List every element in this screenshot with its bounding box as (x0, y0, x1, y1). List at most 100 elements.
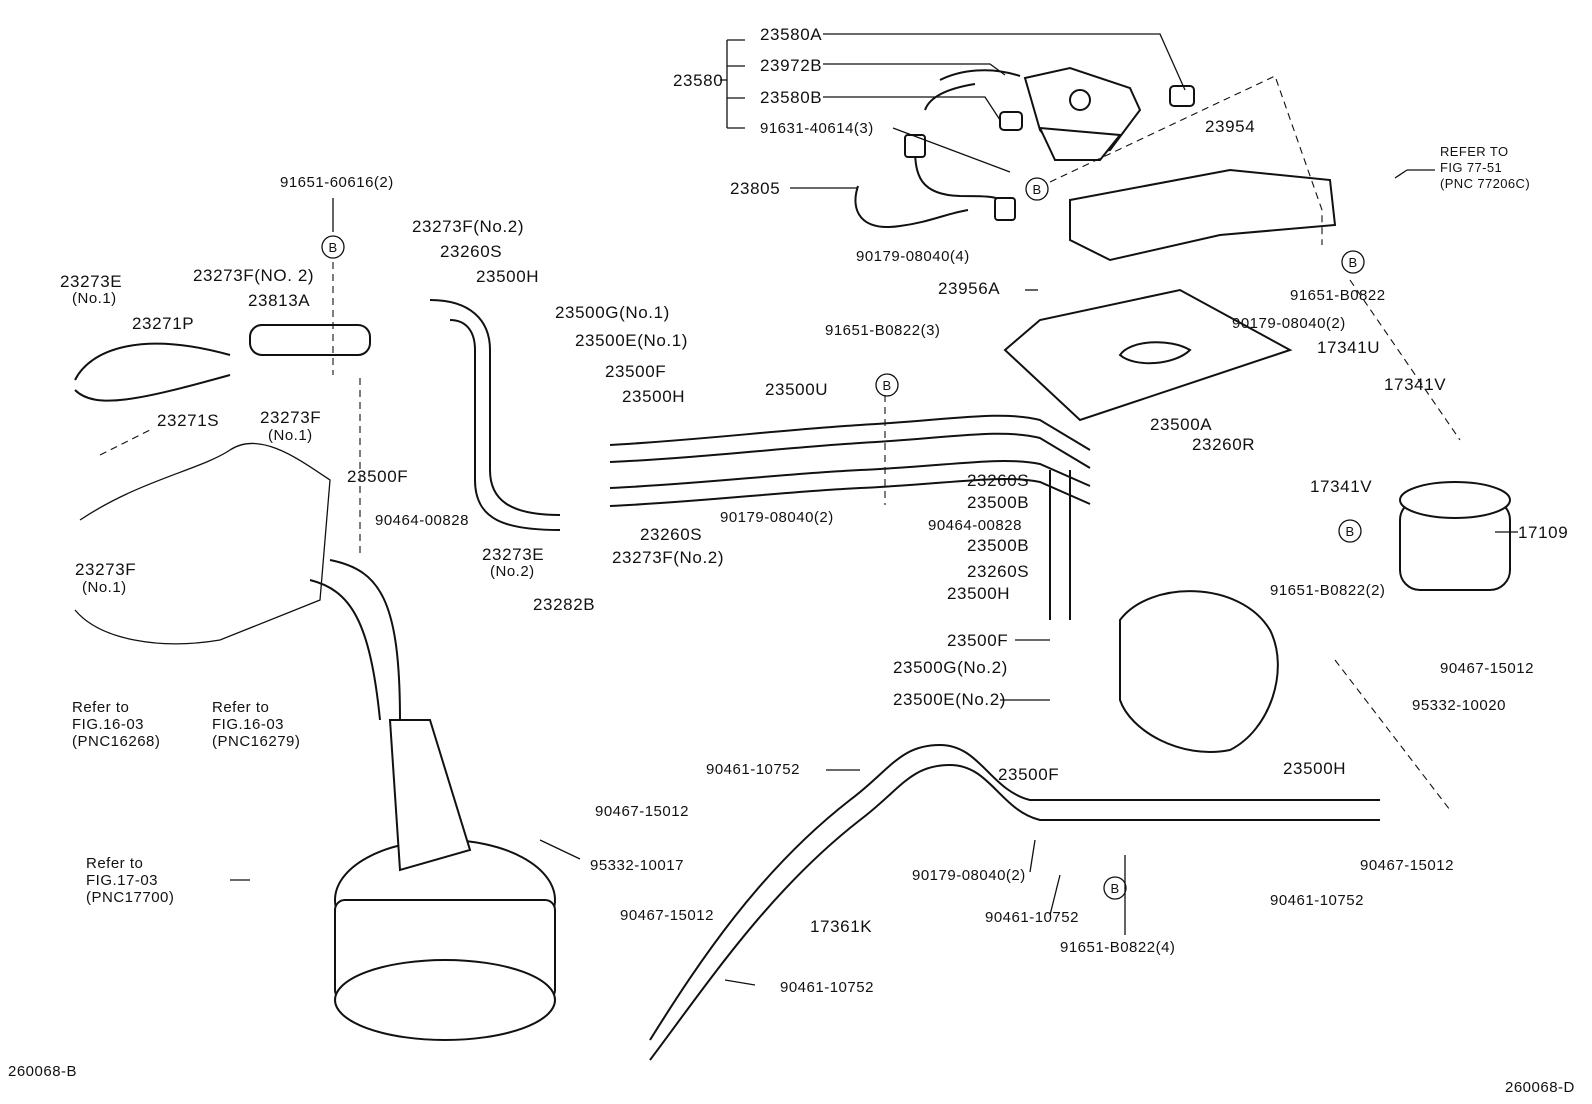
callout: 23273F(No.2) (412, 217, 524, 236)
footer-code-left: 260068-B (8, 1063, 77, 1080)
callout: 23500H (947, 584, 1010, 603)
callout: 90179-08040(2) (720, 509, 834, 526)
marker-b-1: B (1025, 177, 1049, 201)
callout: 17109 (1518, 523, 1568, 542)
callout: 90467-15012 (595, 803, 689, 820)
callout: 91651-B0822(2) (1270, 582, 1385, 599)
svg-text:B: B (1032, 182, 1041, 197)
callout: 23500H (476, 267, 539, 286)
callout: 23260R (1192, 435, 1255, 454)
ref-fig-77-51: REFER TO FIG 77-51 (PNC 77206C) (1440, 144, 1530, 191)
callout: 23500F (605, 362, 666, 381)
svg-text:FIG.17-03: FIG.17-03 (86, 872, 158, 889)
diagram-artwork (74, 66, 1511, 1061)
callout: 23260S (967, 471, 1029, 490)
ref-fig-17-03: Refer to FIG.17-03 (PNC17700) (86, 855, 174, 906)
callout: 23260S (640, 525, 702, 544)
callout: 90464-00828 (375, 512, 469, 529)
b-markers: B B B B B B (321, 177, 1365, 900)
callout: 23500F (947, 631, 1008, 650)
svg-text:FIG 77-51: FIG 77-51 (1440, 160, 1502, 175)
svg-text:Refer to: Refer to (72, 699, 129, 716)
marker-b-2: B (321, 235, 345, 259)
callout: 23500A (1150, 415, 1212, 434)
callout: 90461-10752 (985, 909, 1079, 926)
reference-notes: REFER TO FIG 77-51 (PNC 77206C) Refer to… (72, 144, 1530, 906)
callout: 23500B (967, 493, 1029, 512)
svg-text:Refer to: Refer to (212, 699, 269, 716)
callout: 23271P (132, 314, 194, 333)
svg-text:B: B (1348, 255, 1357, 270)
svg-text:B: B (328, 240, 337, 255)
callout: 23805 (730, 179, 780, 198)
callout: 23500B (967, 536, 1029, 555)
callout: 23580 (673, 71, 723, 90)
callout: 91631-40614(3) (760, 120, 874, 137)
callout: 23260S (440, 242, 502, 261)
callout: (No.1) (268, 427, 313, 444)
callout: 23500G(No.2) (893, 658, 1008, 677)
svg-text:(PNC17700): (PNC17700) (86, 889, 174, 906)
callout: 91651-B0822(3) (825, 322, 940, 339)
callout: (No.1) (82, 579, 127, 596)
callout: (No.2) (490, 563, 535, 580)
svg-text:B: B (1345, 524, 1354, 539)
callout: 23813A (248, 291, 310, 310)
callout: 90467-15012 (1360, 857, 1454, 874)
callout: 23500H (622, 387, 685, 406)
footer-code-right: 260068-D (1505, 1079, 1575, 1096)
marker-b-4: B (875, 373, 899, 397)
callout: 90461-10752 (780, 979, 874, 996)
callout: 17341V (1384, 375, 1446, 394)
callout: 90179-08040(4) (856, 248, 970, 265)
svg-text:Refer to: Refer to (86, 855, 143, 872)
callout: 23500E(No.2) (893, 690, 1006, 709)
callout: 90464-00828 (928, 517, 1022, 534)
callout: 23273F(No.2) (612, 548, 724, 567)
callout: 23273F (75, 560, 136, 579)
svg-text:B: B (1110, 881, 1119, 896)
callout: 23580B (760, 88, 822, 107)
callout: 23260S (967, 562, 1029, 581)
callout: 23972B (760, 56, 822, 75)
callout: 90467-15012 (620, 907, 714, 924)
callout: 23271S (157, 411, 219, 430)
callout: 17341V (1310, 477, 1372, 496)
callout: (No.1) (72, 290, 117, 307)
callout-labels: 23580A 23972B 23580 23580B 91631-40614(3… (60, 25, 1568, 996)
callout: 23273F (260, 408, 321, 427)
svg-text:(PNC16279): (PNC16279) (212, 733, 300, 750)
callout: 23500U (765, 380, 828, 399)
leader-lines (99, 33, 1518, 986)
callout: 23500H (1283, 759, 1346, 778)
callout: 23273F(NO. 2) (193, 266, 314, 285)
ref-fig-16-03-a: Refer to FIG.16-03 (PNC16268) (72, 699, 160, 750)
callout: 17341U (1317, 338, 1380, 357)
callout: 91651-B0822(4) (1060, 939, 1175, 956)
callout: 23500G(No.1) (555, 303, 670, 322)
callout: 90461-10752 (1270, 892, 1364, 909)
callout: 91651-60616(2) (280, 174, 394, 191)
callout: 23273E (482, 545, 544, 564)
marker-b-6: B (1103, 876, 1127, 900)
callout: 23500E(No.1) (575, 331, 688, 350)
svg-text:B: B (882, 378, 891, 393)
marker-b-5: B (1338, 519, 1362, 543)
svg-text:FIG.16-03: FIG.16-03 (212, 716, 284, 733)
callout: 23954 (1205, 117, 1255, 136)
callout: 90467-15012 (1440, 660, 1534, 677)
callout: 17361K (810, 917, 872, 936)
svg-text:(PNC16268): (PNC16268) (72, 733, 160, 750)
callout: 23282B (533, 595, 595, 614)
callout: 23580A (760, 25, 822, 44)
svg-text:(PNC 77206C): (PNC 77206C) (1440, 176, 1530, 191)
callout: 90179-08040(2) (1232, 315, 1346, 332)
ref-fig-16-03-b: Refer to FIG.16-03 (PNC16279) (212, 699, 300, 750)
callout: 95332-10020 (1412, 697, 1506, 714)
callout: 90179-08040(2) (912, 867, 1026, 884)
svg-text:FIG.16-03: FIG.16-03 (72, 716, 144, 733)
callout: 23273E (60, 272, 122, 291)
callout: 23500F (998, 765, 1059, 784)
callout: 91651-B0822 (1290, 287, 1386, 304)
